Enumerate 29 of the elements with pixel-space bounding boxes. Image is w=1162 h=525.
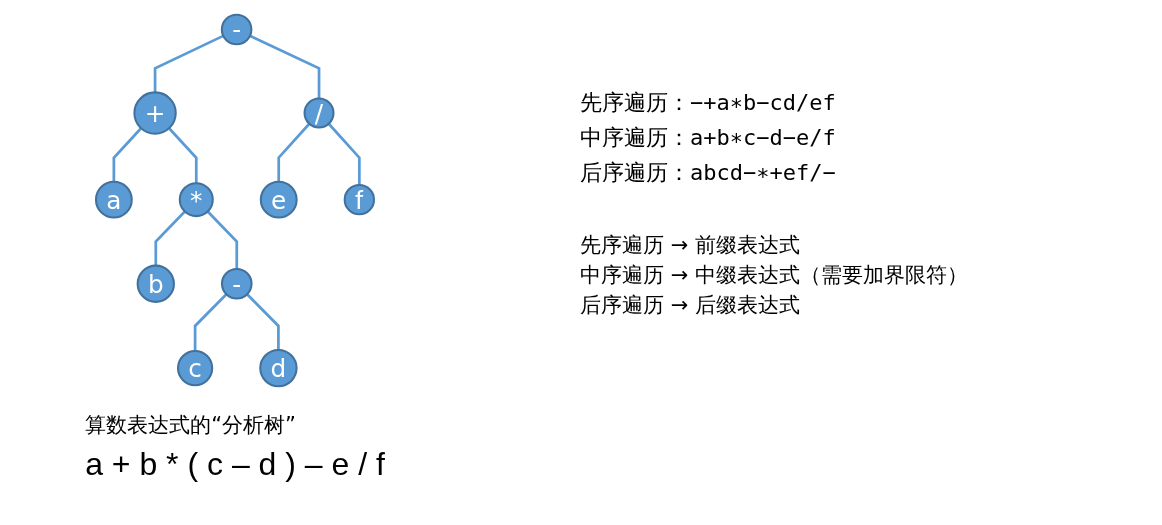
traversal-text: 先序遍历：−+a∗b−cd/ef <box>580 89 837 117</box>
node-circle: f <box>343 183 375 216</box>
node-circle: c <box>177 350 214 387</box>
note-text: 中序遍历 → 中缀表达式（需要加界限符） <box>580 262 968 289</box>
note-text: 先序遍历 → 前缀表达式 <box>580 232 801 259</box>
node-circle: + <box>133 91 177 135</box>
connector <box>168 127 198 184</box>
node-circle: - <box>220 13 253 46</box>
expression-text: a + b * ( c – d ) – e / f <box>85 445 385 483</box>
node-circle: * <box>178 182 214 218</box>
note-text: 后序遍历 → 后缀表达式 <box>580 292 801 319</box>
node-circle: b <box>136 264 175 303</box>
connector <box>277 122 311 182</box>
node-circle: d <box>259 348 298 388</box>
traversal-text: 后序遍历：abcd−∗+ef/− <box>580 159 837 187</box>
traversal-text: 中序遍历：a+b∗c−d−e/f <box>580 124 837 152</box>
connector <box>193 293 228 351</box>
connector <box>327 122 361 185</box>
node-circle: / <box>303 97 335 129</box>
connector <box>249 34 321 99</box>
node-circle: - <box>220 267 253 300</box>
connector <box>206 210 239 269</box>
connector <box>154 210 186 266</box>
connector <box>246 293 280 350</box>
node-circle: e <box>259 180 298 219</box>
caption: 算数表达式的“分析树” <box>85 411 297 439</box>
connector <box>112 127 143 182</box>
node-circle: a <box>94 180 133 219</box>
connector <box>153 34 224 93</box>
